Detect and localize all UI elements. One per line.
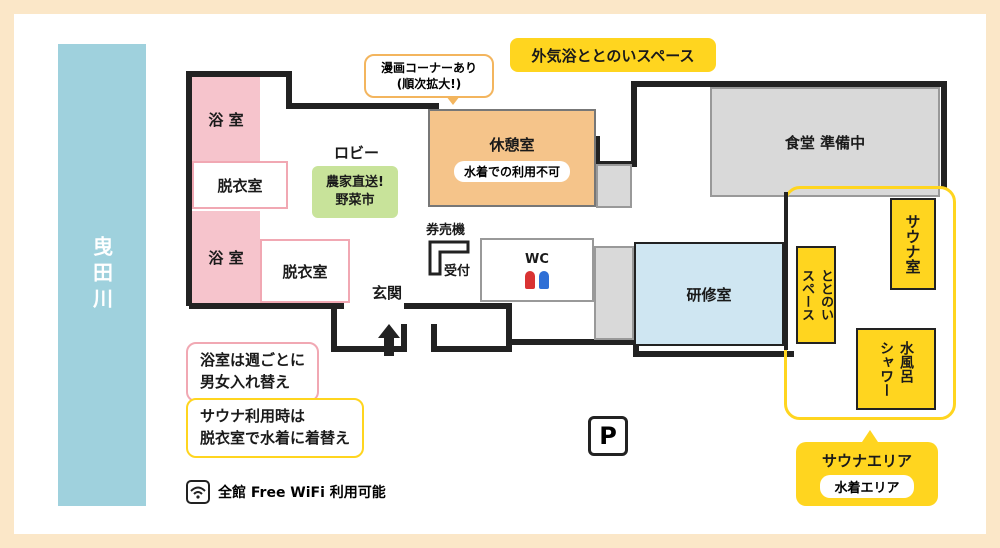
manga-callout-label: 漫画コーナーあり (順次拡大!)	[380, 60, 477, 91]
farm-stand: 農家直送! 野菜市	[312, 166, 398, 218]
dressing-room-2: 脱衣室	[260, 239, 350, 303]
dressing-room-1: 脱衣室	[192, 161, 288, 209]
wc-room: WC	[480, 238, 594, 302]
reception-counter	[428, 240, 470, 276]
rest-room: 休憩室 水着での利用不可	[428, 109, 596, 207]
wc-label: WC	[525, 251, 549, 267]
rest-room-note: 水着での利用不可	[453, 161, 570, 182]
river-label: 曳田川	[89, 236, 114, 314]
cold-bath-shower-label: 水風呂 シャワー	[878, 341, 914, 397]
cold-bath-shower: 水風呂 シャワー	[856, 328, 936, 410]
sauna-area-callout: サウナエリア 水着エリア	[796, 442, 938, 506]
bath-room-1-label: 浴 室	[208, 110, 244, 129]
manga-callout-pointer	[446, 96, 460, 105]
dining-room: 食堂 準備中	[710, 87, 940, 197]
wifi-notice: 全館 Free WiFi 利用可能	[186, 480, 386, 504]
sauna-room-label: サウナ室	[903, 214, 922, 274]
sauna-room: サウナ室	[890, 198, 936, 290]
storage-block	[594, 246, 634, 340]
entrance-arrow-icon	[378, 324, 400, 356]
bath-room-2: 浴 室	[192, 211, 260, 303]
parking-sign: P	[588, 416, 628, 456]
outdoor-rest-callout: 外気浴ととのいスペース	[510, 38, 716, 72]
ticket-machine-label: 券売機	[426, 223, 466, 238]
sauna-area-label: サウナエリア	[821, 452, 912, 470]
reception-label: 受付	[444, 264, 471, 279]
bath-swap-note: 浴室は週ごとに 男女入れ替え	[186, 342, 320, 402]
farm-stand-label: 農家直送! 野菜市	[326, 175, 384, 208]
sauna-change-note: サウナ利用時は 脱衣室で水着に着替え	[186, 398, 365, 458]
sauna-area-pointer	[862, 430, 878, 442]
dining-room-label: 食堂 準備中	[784, 133, 866, 152]
sauna-wall	[784, 192, 788, 350]
wifi-icon	[186, 480, 210, 504]
outdoor-rest-label: 外気浴ととのいスペース	[531, 46, 695, 65]
bath-room-1: 浴 室	[192, 77, 260, 161]
wc-icon	[525, 270, 549, 289]
totonoi-space: ととのい スペース	[796, 246, 836, 344]
totonoi-space-label: ととのい スペース	[799, 269, 833, 321]
training-room-label: 研修室	[686, 285, 732, 304]
dressing-room-1-label: 脱衣室	[217, 176, 263, 195]
rest-room-label: 休憩室	[489, 136, 535, 154]
training-room: 研修室	[634, 242, 784, 346]
dressing-room-2-label: 脱衣室	[282, 262, 328, 281]
river: 曳田川	[58, 44, 146, 506]
corridor-block	[596, 164, 632, 208]
floor-map: 曳田川 浴 室 脱衣室 浴 室 脱衣室 ロビー 農家直送! 野菜市 漫画コーナー…	[14, 14, 986, 534]
bath-room-2-label: 浴 室	[208, 248, 244, 267]
entrance-label: 玄関	[372, 284, 403, 302]
manga-callout: 漫画コーナーあり (順次拡大!)	[364, 54, 494, 98]
wifi-label: 全館 Free WiFi 利用可能	[218, 485, 386, 501]
parking-label: P	[599, 422, 617, 450]
lobby-label: ロビー	[334, 144, 380, 162]
swimwear-area-label: 水着エリア	[820, 475, 914, 498]
